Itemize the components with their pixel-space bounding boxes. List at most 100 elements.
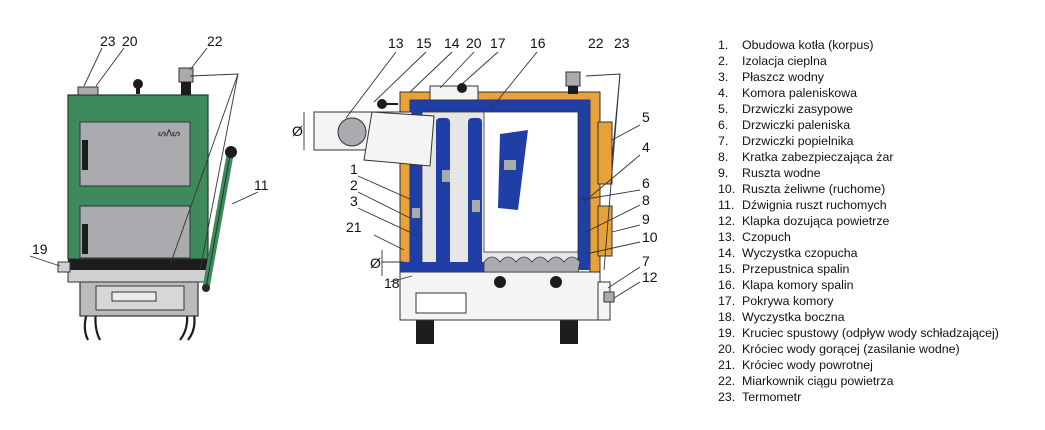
legend-item-text: Miarkownik ciągu powietrza (742, 374, 894, 388)
legend-item-number: 3. (718, 70, 729, 84)
callout-6: 6 (642, 175, 650, 191)
legend-item: 9. Ruszta wodne (718, 165, 999, 181)
legend-item-number: 9. (718, 166, 729, 180)
callout-12: 12 (642, 269, 658, 285)
callout-10: 10 (642, 229, 658, 245)
callout-23: 23 (614, 35, 630, 51)
legend-item-number: 15. (718, 262, 736, 276)
legend-item-text: Drzwiczki paleniska (742, 118, 851, 132)
callout-5: 5 (642, 109, 650, 125)
callout-20: 20 (466, 35, 482, 51)
legend-item-number: 22. (718, 374, 736, 388)
legend-item-number: 17. (718, 294, 736, 308)
legend-item: 11. Dźwignia ruszt ruchomych (718, 197, 999, 213)
legend-item: 17. Pokrywa komory (718, 293, 999, 309)
legend-item-number: 6. (718, 118, 729, 132)
legend-item-text: Ruszta wodne (742, 166, 821, 180)
legend-item-text: Kruciec spustowy (odpływ wody schładzają… (742, 326, 999, 340)
section-view: 13 15 14 20 17 16 22 23 5 4 6 8 9 10 7 1… (292, 35, 658, 344)
legend-item-text: Płaszcz wodny (742, 70, 824, 84)
callout-17: 17 (490, 35, 506, 51)
legend-item: 18. Wyczystka boczna (718, 309, 999, 325)
legend-item-text: Termometr (742, 390, 802, 404)
callout-front-20: 20 (122, 33, 138, 49)
legend-item-text: Pokrywa komory (742, 294, 834, 308)
legend-item-text: Izolacja cieplna (742, 54, 827, 68)
front-view: ᔕᐱᔕ 23 20 22 11 19 (29, 33, 269, 341)
callout-front-23: 23 (100, 33, 116, 49)
callout-7: 7 (642, 253, 650, 269)
callout-4: 4 (642, 139, 650, 155)
callout-16: 16 (530, 35, 546, 51)
legend-item-number: 13. (718, 230, 736, 244)
callout-21: 21 (346, 219, 362, 235)
diameter-return: Ø (370, 255, 381, 271)
legend-item: 8. Kratka zabezpieczająca żar (718, 149, 999, 165)
callout-13: 13 (388, 35, 404, 51)
legend-item: 13. Czopuch (718, 229, 999, 245)
legend-item-number: 18. (718, 310, 736, 324)
legend-item-text: Dźwignia ruszt ruchomych (742, 198, 887, 212)
callout-18: 18 (384, 275, 400, 291)
legend-item-number: 8. (718, 150, 729, 164)
legend-item: 15. Przepustnica spalin (718, 261, 999, 277)
legend-item-number: 7. (718, 134, 729, 148)
legend-item: 19. Kruciec spustowy (odpływ wody schładz… (718, 325, 999, 341)
svg-text:ᔕᐱᔕ: ᔕᐱᔕ (158, 128, 180, 138)
legend-item-number: 20. (718, 342, 736, 356)
callout-15: 15 (416, 35, 432, 51)
legend-item: 20. Króciec wody gorącej (zasilanie wodne… (718, 341, 999, 357)
legend-item: 21. Króciec wody powrotnej (718, 357, 999, 373)
legend-item-number: 19. (718, 326, 736, 340)
legend-item-number: 5. (718, 102, 729, 116)
legend-item-number: 1. (718, 38, 729, 52)
legend-item-text: Klapka dozująca powietrze (742, 214, 890, 228)
callout-front-22: 22 (207, 33, 223, 49)
legend-item-number: 16. (718, 278, 736, 292)
legend-item: 23. Termometr (718, 389, 999, 405)
callout-9: 9 (642, 211, 650, 227)
legend: 1. Obudowa kotła (korpus) 2. Izolacja ciepl… (718, 37, 999, 405)
legend-item-text: Króciec wody gorącej (zasilanie wodne) (742, 342, 960, 356)
legend-item-text: Króciec wody powrotnej (742, 358, 873, 372)
legend-item-number: 4. (718, 86, 729, 100)
callout-8: 8 (642, 192, 650, 208)
legend-item-text: Wyczystka czopucha (742, 246, 858, 260)
legend-item-number: 21. (718, 358, 736, 372)
legend-item: 10. Ruszta żeliwne (ruchome) (718, 181, 999, 197)
legend-item-number: 10. (718, 182, 736, 196)
legend-item-text: Wyczystka boczna (742, 310, 845, 324)
legend-item-number: 2. (718, 54, 729, 68)
legend-item-number: 12. (718, 214, 736, 228)
legend-item: 5. Drzwiczki zasypowe (718, 101, 999, 117)
callout-front-19: 19 (32, 241, 48, 257)
legend-item: 12. Klapka dozująca powietrze (718, 213, 999, 229)
legend-item-text: Czopuch (742, 230, 791, 244)
legend-item-text: Drzwiczki popielnika (742, 134, 854, 148)
legend-item-text: Ruszta żeliwne (ruchome) (742, 182, 886, 196)
legend-item: 22. Miarkownik ciągu powietrza (718, 373, 999, 389)
legend-item-text: Komora paleniskowa (742, 86, 858, 100)
callout-22: 22 (588, 35, 604, 51)
legend-item: 14. Wyczystka czopucha (718, 245, 999, 261)
legend-item: 1. Obudowa kotła (korpus) (718, 37, 999, 53)
legend-item-number: 11. (718, 198, 735, 212)
callout-14: 14 (444, 35, 460, 51)
legend-item-text: Drzwiczki zasypowe (742, 102, 853, 116)
callout-front-11: 11 (254, 177, 269, 193)
legend-item: 7. Drzwiczki popielnika (718, 133, 999, 149)
diameter-flue: Ø (292, 123, 303, 139)
callout-1: 1 (350, 161, 358, 177)
legend-item-text: Klapa komory spalin (742, 278, 854, 292)
legend-item-number: 14. (718, 246, 736, 260)
legend-item: 16. Klapa komory spalin (718, 277, 999, 293)
legend-item-text: Obudowa kotła (korpus) (742, 38, 874, 52)
legend-item-number: 23. (718, 390, 736, 404)
legend-item: 3. Płaszcz wodny (718, 69, 999, 85)
legend-item-text: Przepustnica spalin (742, 262, 850, 276)
legend-item: 6. Drzwiczki paleniska (718, 117, 999, 133)
legend-item-text: Kratka zabezpieczająca żar (742, 150, 894, 164)
legend-item: 4. Komora paleniskowa (718, 85, 999, 101)
callout-2: 2 (350, 177, 358, 193)
